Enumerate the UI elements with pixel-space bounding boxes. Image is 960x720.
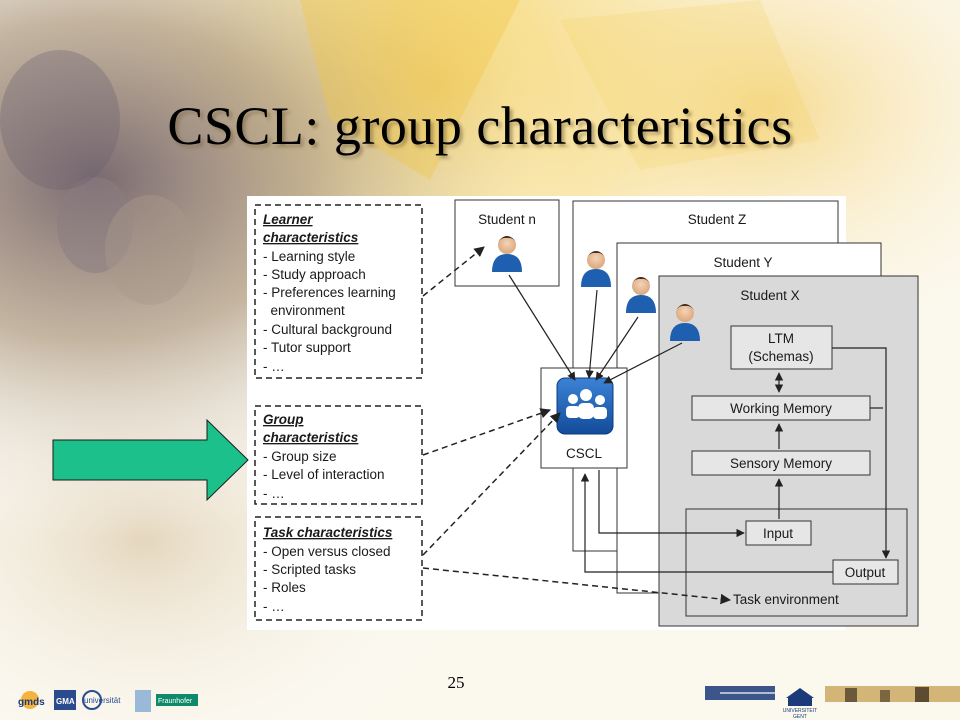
task-item: - Scripted tasks — [263, 562, 356, 577]
sensory-memory-label: Sensory Memory — [730, 456, 832, 471]
group-item: - Level of interaction — [263, 467, 385, 482]
task-environment-label: Task environment — [733, 592, 839, 607]
svg-text:universität: universität — [84, 696, 121, 705]
task-characteristics-box — [254, 516, 423, 621]
ugent-logo-icon: UNIVERSITEIT GENT — [783, 688, 817, 720]
dashed-arrows — [422, 246, 732, 605]
student-y-avatar-icon — [626, 277, 656, 313]
learner-item: environment — [263, 303, 345, 318]
working-memory-label: Working Memory — [730, 401, 832, 416]
task-header: Task characteristics — [263, 525, 393, 540]
cscl-label: CSCL — [566, 446, 603, 461]
learner-characteristics-box — [254, 204, 423, 379]
fraunhofer-logo-icon: Fraunhofer — [156, 694, 198, 706]
group-item: - Group size — [263, 449, 337, 464]
svg-text:Fraunhofer: Fraunhofer — [158, 698, 193, 705]
task-item: - Roles — [263, 580, 306, 595]
sensory-memory-box — [691, 450, 871, 476]
svg-text:GMA: GMA — [56, 697, 75, 706]
universitat-logo-icon: universität — [82, 690, 121, 710]
task-item: - Open versus closed — [263, 544, 391, 559]
learner-item: - Tutor support — [263, 340, 351, 355]
svg-text:UNIVERSITEIT: UNIVERSITEIT — [783, 708, 817, 714]
group-people-icon — [566, 389, 607, 419]
student-z-label: Student Z — [688, 212, 747, 227]
group-header-2: characteristics — [263, 430, 359, 445]
student-x-label: Student X — [740, 288, 799, 303]
building-logo-icon — [135, 690, 151, 712]
memory-arrows — [580, 347, 891, 573]
ltm-label: LTM — [768, 331, 794, 346]
learner-item: - Learning style — [263, 249, 355, 264]
learner-header-2: characteristics — [263, 230, 359, 245]
student-arrows — [508, 274, 683, 384]
student-n-label: Student n — [478, 212, 536, 227]
output-label: Output — [845, 565, 886, 580]
green-pointer-arrow-icon — [52, 418, 249, 502]
student-z-avatar-icon — [581, 251, 611, 287]
student-n-avatar-icon — [492, 236, 522, 272]
ltm-sublabel: (Schemas) — [748, 349, 813, 364]
learner-item: - … — [263, 359, 285, 374]
learner-item: - Study approach — [263, 267, 366, 282]
input-label: Input — [763, 526, 793, 541]
student-y-label: Student Y — [713, 255, 772, 270]
learner-item: - Preferences learning — [263, 285, 396, 300]
gmds-logo-icon: gmds — [18, 691, 45, 709]
page-number: 25 — [447, 673, 465, 692]
output-box — [832, 559, 899, 585]
svg-text:gmds: gmds — [18, 697, 45, 708]
campus-photo-strip-icon — [825, 686, 960, 702]
svg-text:GENT: GENT — [793, 714, 807, 720]
group-header-1: Group — [263, 412, 304, 427]
gma-logo-icon: GMA — [54, 690, 76, 710]
group-item: - … — [263, 486, 285, 501]
learner-item: - Cultural background — [263, 322, 392, 337]
footer-logos: gmds GMA universität Fraunhofer UNIVERSI… — [18, 686, 960, 720]
slide-title: CSCL: group characteristics — [167, 96, 793, 156]
student-x-avatar-icon — [670, 304, 700, 341]
ltm-box — [730, 325, 833, 370]
learner-header-1: Learner — [263, 212, 313, 227]
group-characteristics-box — [254, 405, 423, 505]
task-item: - … — [263, 599, 285, 614]
working-memory-box — [691, 395, 871, 421]
ugent-stripes-icon — [705, 686, 775, 700]
input-box — [745, 520, 812, 546]
